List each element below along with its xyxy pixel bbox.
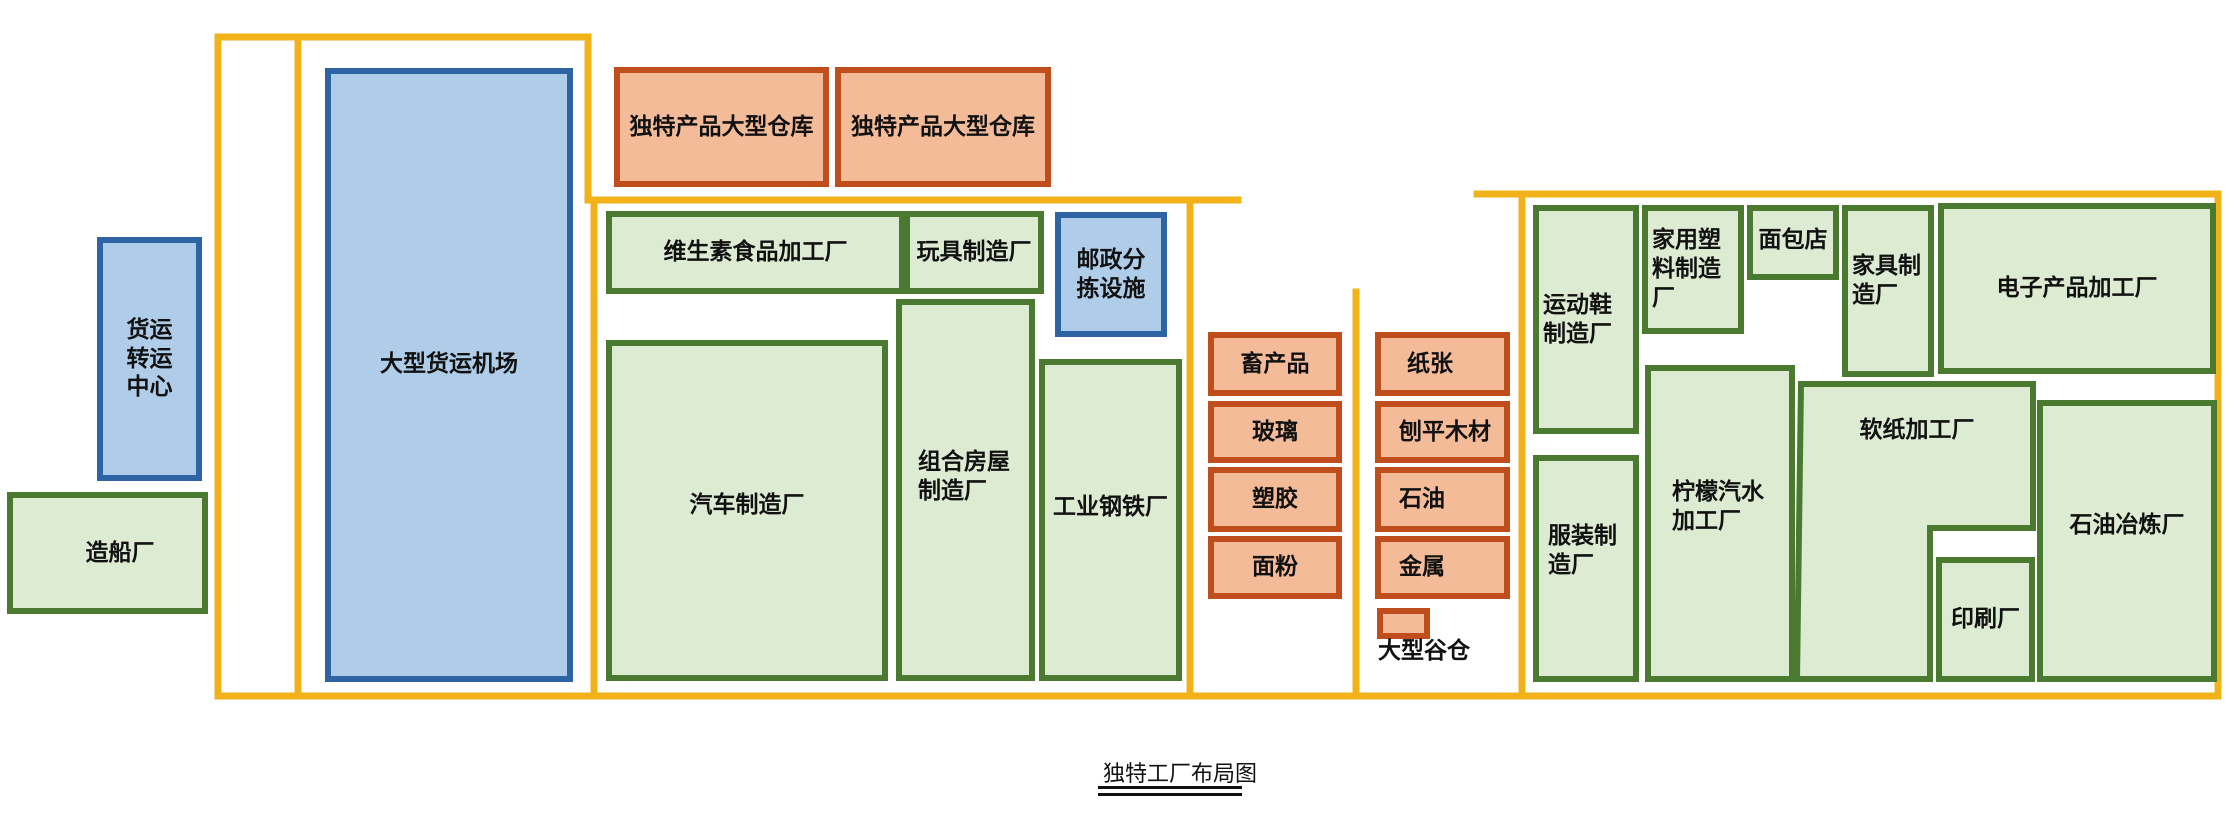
bakery-block	[1747, 205, 1839, 280]
apparel-label: 服装制 造厂	[1548, 523, 1617, 578]
plastic-label: 塑胶	[1252, 486, 1298, 513]
oil-refinery-block	[2037, 400, 2217, 682]
car-factory-block	[606, 340, 888, 681]
steel-mill-label: 工业钢铁厂	[1053, 493, 1168, 520]
postal-sorting-label: 邮政分 拣设施	[1076, 246, 1146, 302]
cargo-center-label: 货运 转运 中心	[126, 316, 173, 401]
paper-label: 纸张	[1407, 350, 1453, 377]
cargo-airport-label: 大型货运机场	[380, 350, 518, 377]
shipyard-block	[7, 492, 208, 614]
warehouse-2-label: 独特产品大型仓库	[851, 113, 1035, 140]
bakery-label: 面包店	[1758, 227, 1828, 253]
diagram-title-wrap: 独特工厂布局图	[1080, 756, 1280, 788]
cargo-center-block	[97, 237, 202, 481]
postal-sorting-block	[1055, 212, 1167, 337]
livestock-block	[1208, 332, 1342, 396]
toy-factory-label: 玩具制造厂	[916, 239, 1032, 266]
cargo-airport-block	[325, 68, 573, 682]
apparel-block	[1533, 455, 1639, 682]
prefab-housing-label: 组合房屋 制造厂	[918, 449, 1010, 504]
diagram-title: 独特工厂布局图	[1102, 762, 1257, 787]
warehouse-1-label: 独特产品大型仓库	[629, 113, 814, 140]
tissue-paper-block	[1793, 381, 2036, 682]
grain-silo-block	[1377, 608, 1430, 639]
oil-block	[1375, 467, 1510, 532]
lemon-soda-block	[1645, 365, 1795, 682]
livestock-label: 畜产品	[1240, 350, 1310, 377]
prefab-housing-block	[896, 299, 1035, 681]
steel-mill-block	[1039, 359, 1182, 681]
vitamin-food-block	[606, 211, 905, 294]
printing-label: 印刷厂	[1951, 606, 2020, 633]
lemon-soda-label: 柠檬汽水 加工厂	[1672, 479, 1764, 534]
vitamin-food-label: 维生素食品加工厂	[663, 239, 848, 266]
sneaker-factory-label: 运动鞋 制造厂	[1543, 291, 1612, 347]
flour-label: 面粉	[1252, 554, 1298, 581]
glass-block	[1208, 401, 1342, 463]
electronics-label: 电子产品加工厂	[1996, 275, 2158, 302]
planed-wood-block	[1375, 401, 1510, 463]
electronics-block	[1938, 203, 2216, 374]
title-underline	[1098, 786, 1242, 796]
household-plastics-block	[1642, 205, 1744, 334]
paper-block	[1375, 332, 1510, 396]
road-outer-loop	[214, 33, 2222, 700]
flour-block	[1208, 536, 1342, 599]
plastic-block	[1208, 467, 1342, 532]
oil-refinery-label: 石油冶炼厂	[2069, 512, 2185, 538]
shipyard-label: 造船厂	[85, 539, 155, 566]
household-plastics-label: 家用塑 料制造 厂	[1652, 227, 1721, 311]
metal-block	[1375, 536, 1510, 599]
road-network	[214, 33, 2222, 700]
furniture-block	[1842, 205, 1934, 377]
furniture-label: 家具制 造厂	[1852, 253, 1921, 308]
toy-factory-block	[904, 211, 1044, 294]
sneaker-factory-block	[1533, 205, 1639, 434]
car-factory-label: 汽车制造厂	[689, 492, 805, 519]
grain-silo-label: 大型谷仓	[1378, 637, 1470, 664]
tissue-paper-label: 软纸加工厂	[1859, 416, 1975, 443]
warehouse-1-block	[614, 67, 829, 187]
oil-label: 石油	[1399, 486, 1445, 513]
metal-label: 金属	[1399, 554, 1445, 581]
glass-label: 玻璃	[1252, 418, 1298, 445]
printing-block	[1936, 557, 2035, 682]
planed-wood-label: 刨平木材	[1399, 418, 1491, 445]
warehouse-2-block	[835, 67, 1051, 187]
